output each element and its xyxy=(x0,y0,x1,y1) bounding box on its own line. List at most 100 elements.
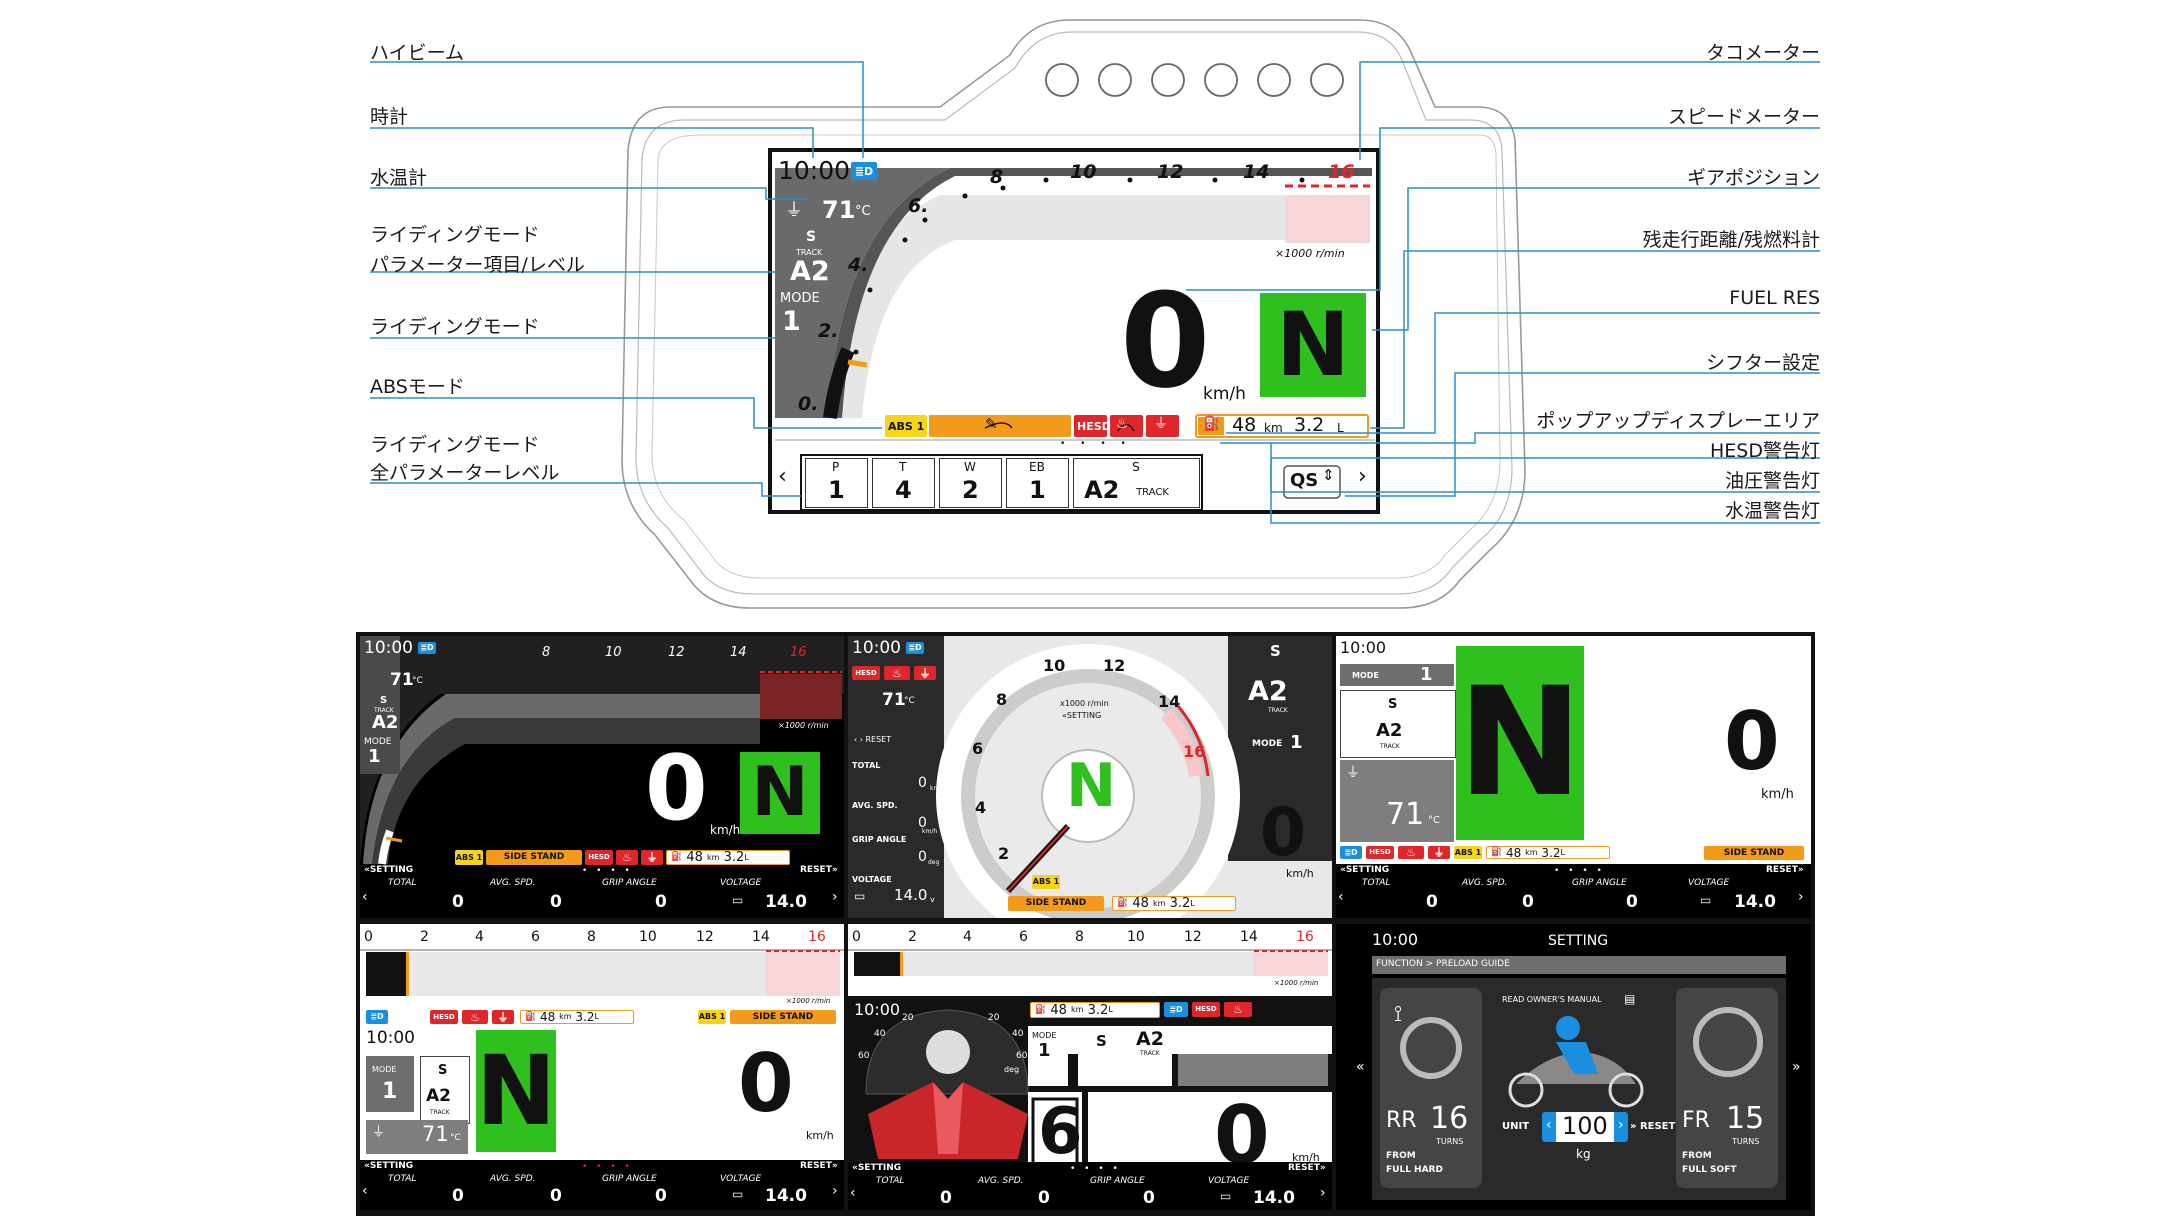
p2-mode: 1 xyxy=(1290,732,1303,753)
param-t-label: T xyxy=(899,460,907,474)
param-s[interactable]: S A2 TRACK xyxy=(1073,458,1201,508)
p1-foot-nav-left[interactable]: ‹ xyxy=(362,889,368,905)
wrench-icon: ✎ xyxy=(985,415,998,433)
p5-rpm-2: 2 xyxy=(908,929,917,945)
p4-rpm-10: 10 xyxy=(639,929,657,945)
p6-title: SETTING xyxy=(1548,933,1609,949)
p1-avg: 0 xyxy=(550,892,562,912)
p6-manual: READ OWNER'S MANUAL xyxy=(1502,995,1602,1004)
p3-setting[interactable]: «SETTING xyxy=(1340,865,1390,875)
p5-fuel-icon: ⛽ xyxy=(1035,1004,1047,1015)
p3-reset[interactable]: RESET» xyxy=(1766,865,1804,875)
p2-abs: ABS 1 xyxy=(1032,875,1060,889)
p2-row1-value: 0 xyxy=(918,815,927,831)
p3-track: TRACK xyxy=(1380,743,1400,750)
p1-grip: 0 xyxy=(655,892,667,912)
p3-battery-icon: ▭ xyxy=(1700,893,1712,907)
p5-rpm-6: 6 xyxy=(1019,929,1028,945)
callout-gear-position: ギアポジション xyxy=(1686,167,1820,189)
main-nav-right[interactable]: › xyxy=(1358,464,1367,489)
p6-prev[interactable]: « xyxy=(1356,1059,1365,1075)
p5-temp-icon: ⏚ xyxy=(1188,1029,1202,1045)
p1-reset[interactable]: RESET» xyxy=(800,865,838,875)
p3-temp-icon: ⏚ xyxy=(1346,765,1360,781)
p3-a2: A2 xyxy=(1376,720,1403,741)
p2-dial-4: 4 xyxy=(975,798,987,817)
p1-footer: «SETTING • • • • RESET» TOTAL AVG. SPD. … xyxy=(360,864,844,918)
callout-param-item-level: パラメーター項目/レベル xyxy=(370,254,585,276)
p1-high-beam-icon: ≣D xyxy=(418,642,436,654)
main-nav-left[interactable]: ‹ xyxy=(778,464,787,489)
p5-foot-nav-left[interactable]: ‹ xyxy=(850,1185,856,1201)
p1-abs: ABS 1 xyxy=(455,850,483,865)
p4-setting[interactable]: «SETTING xyxy=(364,1161,414,1171)
main-range-unit: km xyxy=(1264,421,1283,435)
param-p[interactable]: P 1 xyxy=(805,458,869,508)
p6-rr-label: RR xyxy=(1386,1108,1417,1133)
variant-panel-4: 0 2 4 6 8 10 12 14 16 ×1000 r/min ≣D HES… xyxy=(360,924,844,1210)
p3-foot-nav-left[interactable]: ‹ xyxy=(1338,889,1344,905)
p4-temp-unit: °C xyxy=(450,1133,461,1143)
p1-oil-icon: ♨ xyxy=(616,850,638,865)
p1-foot-nav-right[interactable]: › xyxy=(832,889,838,905)
param-t[interactable]: T 4 xyxy=(872,458,936,508)
p6-spring-icon: ⟟ xyxy=(1394,1002,1403,1027)
p2-temp-unit: °C xyxy=(904,696,915,706)
p1-grip-label: GRIP ANGLE xyxy=(602,878,657,888)
p4-reset[interactable]: RESET» xyxy=(800,1161,838,1171)
p6-book-icon: ▤ xyxy=(1624,992,1636,1006)
p5-setting[interactable]: «SETTING xyxy=(852,1163,902,1173)
p4-speed: 0 xyxy=(738,1037,794,1130)
p4-mode-label: MODE xyxy=(372,1065,397,1074)
callout-speedometer: スピードメーター xyxy=(1667,106,1820,128)
p2-dial-14: 14 xyxy=(1158,692,1181,711)
p2-reset[interactable]: ‹ › RESET xyxy=(854,735,892,744)
rpm-tick-8: 8 xyxy=(990,166,1004,188)
param-s-sub: TRACK xyxy=(1136,487,1169,498)
p5-hesd: HESD xyxy=(1192,1002,1220,1017)
callout-hesd: HESD警告灯 xyxy=(1710,440,1820,462)
rpm-tick-6: 6. xyxy=(908,195,929,217)
p1-rpm-8: 8 xyxy=(542,645,551,660)
param-w[interactable]: W 2 xyxy=(939,458,1003,508)
p5-deg: deg xyxy=(1004,1065,1020,1074)
p4-total: 0 xyxy=(452,1186,464,1206)
p5-rpm-12: 12 xyxy=(1184,929,1202,945)
p2-track: TRACK xyxy=(1268,707,1288,714)
p4-volt-label: VOLTAGE xyxy=(720,1174,762,1184)
p1-setting[interactable]: «SETTING xyxy=(364,865,414,875)
p6-unit-prev[interactable]: ‹ xyxy=(1546,1117,1552,1133)
p4-water-icon: ⏚ xyxy=(492,1010,514,1024)
p3-total: 0 xyxy=(1426,892,1438,912)
p2-high-beam-icon: ≣D xyxy=(906,642,924,654)
p6-next[interactable]: » xyxy=(1792,1059,1801,1075)
p2-battery-icon: ▭ xyxy=(854,889,866,903)
p5-reset[interactable]: RESET» xyxy=(1288,1163,1326,1173)
p6-rr-from: FROM xyxy=(1386,1151,1416,1161)
p4-clock: 10:00 xyxy=(366,1028,415,1048)
p4-temp: 71 xyxy=(422,1122,449,1146)
callout-abs-mode: ABSモード xyxy=(370,376,465,398)
p6-unit-next[interactable]: › xyxy=(1618,1117,1624,1133)
p2-fuel-unit: L xyxy=(1190,898,1195,908)
p5-volt: 14.0 xyxy=(1253,1188,1295,1208)
p6-kg-value[interactable]: 100 xyxy=(1562,1112,1608,1140)
p3-mode: 1 xyxy=(1420,664,1433,685)
p5-range: 48 xyxy=(1050,1002,1067,1018)
p5-rpm-16: 16 xyxy=(1296,929,1314,945)
p6-reset[interactable]: » RESET xyxy=(1630,1121,1676,1132)
p4-rpm-0: 0 xyxy=(364,929,373,945)
shifter-qs[interactable]: QS xyxy=(1290,470,1319,491)
p5-foot-nav-right[interactable]: › xyxy=(1320,1185,1326,1201)
p2-dial-12: 12 xyxy=(1103,656,1126,675)
p5-temp: 71 xyxy=(1268,1026,1299,1054)
p3-range-unit: km xyxy=(1525,847,1538,857)
p4-side-stand: SIDE STAND xyxy=(730,1010,836,1024)
p3-footer: «SETTING • • • • RESET» TOTAL AVG. SPD. … xyxy=(1336,864,1811,918)
param-eb[interactable]: EB 1 xyxy=(1006,458,1070,508)
p4-foot-nav-left[interactable]: ‹ xyxy=(362,1183,368,1199)
p5-clock: 10:00 xyxy=(854,1000,901,1019)
p3-foot-nav-right[interactable]: › xyxy=(1798,889,1804,905)
p2-dial-setting[interactable]: «SETTING xyxy=(1062,711,1102,720)
p4-foot-nav-right[interactable]: › xyxy=(832,1183,838,1199)
